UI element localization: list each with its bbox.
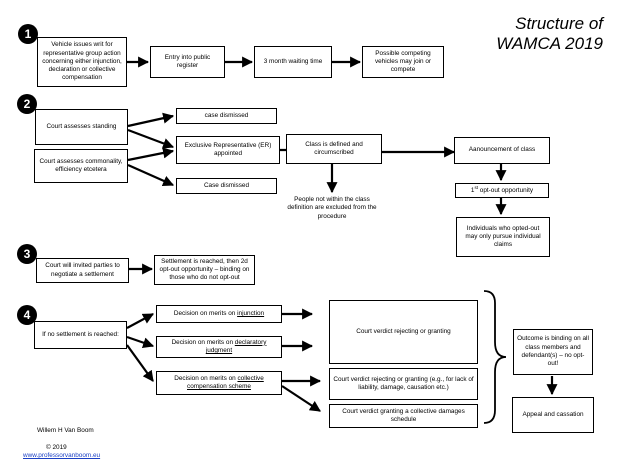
- court-standing-box: Court assesses standing: [35, 109, 128, 145]
- competing-vehicles-box: Possible competing vehicles may join or …: [362, 46, 444, 78]
- vehicle-writ-box: Vehicle issues writ for representative g…: [37, 37, 127, 87]
- decision-injunction-box: Decision on merits on injunction: [156, 305, 282, 323]
- step-number-1: 1: [18, 24, 38, 44]
- court-invite-box: Court will invited parties to negotiate …: [36, 258, 129, 283]
- footer-website-link[interactable]: www.professorvanboom.eu: [23, 452, 101, 459]
- verdict-reject-grant-box: Court verdict rejecting or granting: [329, 300, 478, 364]
- footer-author: Willem H Van Boom: [37, 427, 94, 434]
- step-number-3: 3: [17, 244, 37, 264]
- arrow-nosettle-to-compensation: [126, 344, 154, 382]
- step-number-4: 4: [17, 305, 37, 325]
- curly-brace: [483, 290, 507, 424]
- optout-first-box: 1st opt-out opportunity: [455, 183, 549, 198]
- arrow-standing-to-dismissed: [127, 112, 175, 128]
- arrow-standing-to-er: [127, 128, 175, 149]
- appeal-box: Appeal and cassation: [512, 397, 594, 433]
- decision-compensation-box: Decision on merits on collective compens…: [156, 371, 282, 395]
- outcome-binding-box: Outcome is binding on all class members …: [513, 329, 593, 375]
- footer-copyright: © 2019: [46, 444, 67, 451]
- case-dismissed-box-2: Case dismissed: [176, 178, 277, 194]
- diagram-title: Structure of WAMCA 2019: [496, 14, 603, 53]
- waiting-time-box: 3 month waiting time: [254, 46, 332, 78]
- settlement-box: Settlement is reached, then 2d opt-out o…: [154, 255, 255, 285]
- arrow-nosettle-to-injunction: [126, 313, 154, 329]
- case-dismissed-box-1: case dismissed: [176, 108, 277, 124]
- decision-declaratory-box: Decision on merits on declaratory judgme…: [156, 336, 282, 358]
- arrow-commonality-to-dismissed: [127, 163, 175, 187]
- arrow-commonality-to-er: [127, 147, 175, 162]
- er-appointed-box: Exclusive Representative (ER) appointed: [176, 136, 280, 164]
- announcement-box: Aanouncement of class: [454, 137, 550, 164]
- class-defined-box: Class is defined and circumscribed: [286, 134, 382, 164]
- verdict-damages-box: Court verdict granting a collective dama…: [329, 404, 478, 428]
- verdict-reject-grant-eg-box: Court verdict rejecting or granting (e.g…: [329, 368, 478, 400]
- public-register-box: Entry into public register: [150, 46, 225, 78]
- step-number-2: 2: [17, 94, 37, 114]
- arrow-compensation-to-verdict-damages: [281, 385, 321, 412]
- court-commonality-box: Court assesses commonality, efficiency e…: [34, 149, 128, 183]
- individual-claims-box: Individuals who opted-out may only pursu…: [456, 217, 550, 257]
- arrow-nosettle-to-declaratory: [126, 335, 155, 348]
- excluded-text: People not within the class definition a…: [287, 196, 377, 220]
- no-settlement-box: If no settlement is reached:: [34, 321, 127, 349]
